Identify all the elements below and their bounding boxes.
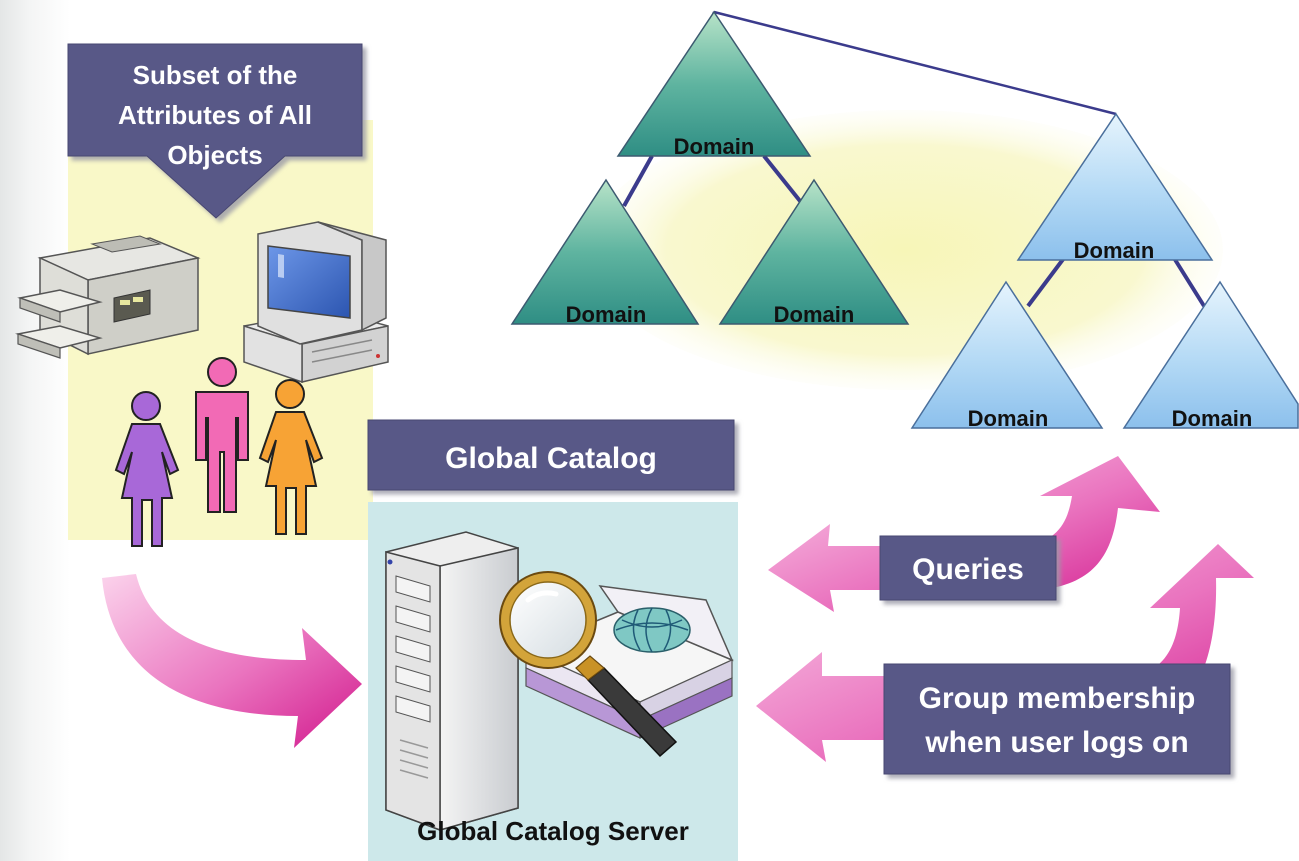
domain-triangle-b-left (910, 280, 1104, 429)
queries-arrow (768, 456, 1160, 612)
domain-label-b-right: Domain (1172, 406, 1253, 431)
user-woman-purple-icon (114, 391, 180, 547)
domain-triangle-a-right (718, 178, 910, 325)
server-tower-icon (385, 531, 519, 832)
domain-label-a-left: Domain (566, 302, 647, 327)
subset-banner-line-1: Subset of the (133, 60, 298, 90)
domain-label-b-left: Domain (968, 406, 1049, 431)
domain-triangle-b-right (1122, 280, 1299, 429)
domain-triangle-a-left (510, 178, 700, 325)
magnifier-icon (499, 571, 678, 758)
queries-label: Queries (912, 553, 1024, 586)
objects-to-catalog-arrow (102, 574, 362, 748)
domain-triangle-b-root (1016, 112, 1214, 261)
user-woman-orange-icon (258, 379, 324, 535)
domain-label-a-root: Domain (674, 134, 755, 159)
global-catalog-server-caption: Global Catalog Server (417, 816, 689, 846)
computer-icon (243, 221, 389, 384)
group-membership-label-box (883, 663, 1231, 775)
group-membership-label-line-2: when user logs on (924, 726, 1188, 759)
global-catalog-title-box (367, 419, 735, 491)
group-membership-label-line-1: Group membership (919, 682, 1196, 715)
subset-banner-line-3: Objects (167, 140, 262, 170)
domain-triangle-a-root (616, 10, 812, 157)
subset-banner-line-2: Attributes of All (118, 100, 312, 130)
user-man-pink-icon (195, 357, 249, 513)
domain-label-a-right: Domain (774, 302, 855, 327)
globe-icon (613, 607, 691, 653)
forest-connectors (622, 10, 1206, 308)
queries-label-box (879, 535, 1057, 601)
global-catalog-title: Global Catalog (445, 442, 657, 475)
subset-banner (67, 43, 363, 219)
printer-icon (15, 235, 201, 359)
domain-label-b-root: Domain (1074, 238, 1155, 263)
